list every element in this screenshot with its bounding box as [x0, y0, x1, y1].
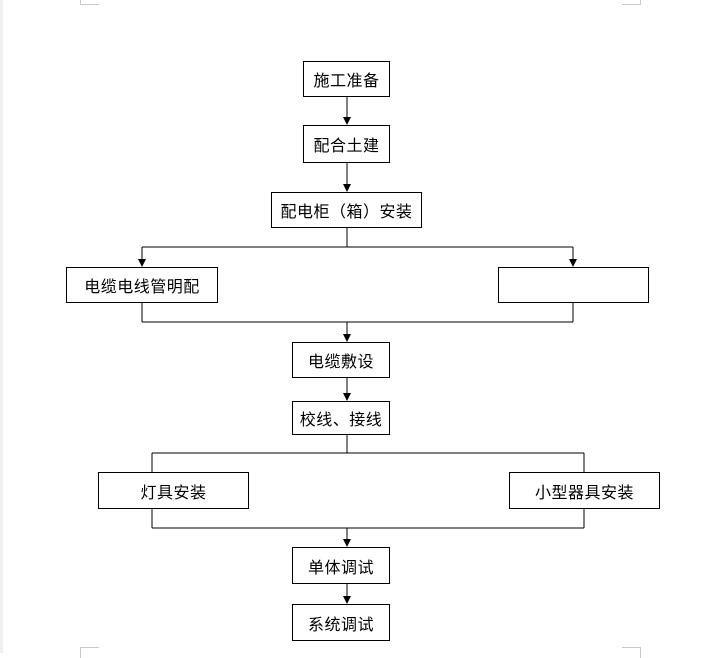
step-cable-laying-label: 电缆敷设: [307, 352, 374, 371]
page-corner-mark-top-right: [622, 0, 641, 5]
step-small-device-install: 小型器具安装: [509, 472, 660, 509]
step-blank-branch: [498, 267, 649, 303]
step-wiring-check-label: 校线、接线: [299, 410, 383, 429]
page-left-edge: [0, 0, 3, 653]
step-cabinet-install-label: 配电柜（箱）安装: [280, 202, 413, 221]
step-lamp-install-label: 灯具安装: [140, 482, 207, 502]
step-system-debug-label: 系统调试: [307, 614, 374, 634]
step-wiring-check: 校线、接线: [292, 401, 390, 435]
step-construction-prep: 施工准备: [303, 61, 390, 97]
step-cable-laying: 电缆敷设: [292, 342, 390, 378]
step-small-device-install-label: 小型器具安装: [534, 482, 634, 502]
step-lamp-install: 灯具安装: [98, 472, 249, 509]
step-unit-debug-label: 单体调试: [307, 557, 374, 577]
page-corner-mark-top-left: [80, 0, 99, 5]
step-unit-debug: 单体调试: [292, 547, 390, 584]
step-cabinet-install: 配电柜（箱）安装: [271, 192, 422, 228]
step-system-debug: 系统调试: [292, 604, 390, 641]
step-civil-coordination-label: 配合土建: [313, 136, 380, 155]
step-civil-coordination: 配合土建: [303, 125, 390, 163]
step-cable-conduit: 电缆电线管明配: [66, 267, 218, 303]
step-cable-conduit-label: 电缆电线管明配: [84, 277, 200, 296]
step-construction-prep-label: 施工准备: [313, 71, 380, 90]
